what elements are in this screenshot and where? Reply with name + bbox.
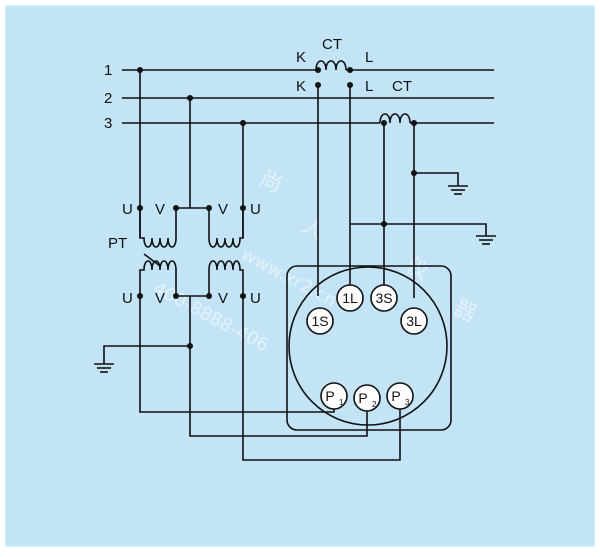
terminal-p1-sub: 1 (339, 398, 344, 407)
diagram-background (2, 2, 598, 550)
junction-dots (137, 67, 417, 349)
ct-top-l1-label: L (365, 49, 373, 66)
wire-pt-v-to-p2 (189, 296, 368, 437)
meter-body (286, 265, 452, 431)
pt-bottom-u2-label: U (250, 290, 261, 307)
terminal-p3 (386, 382, 414, 410)
wire-common-ground (350, 223, 487, 236)
terminal-p2-label: P (358, 390, 367, 406)
pt-top-v2-label: V (218, 201, 228, 218)
terminal-p2 (353, 384, 381, 412)
terminal-3s-label: 3S (375, 290, 392, 306)
pt-top-u2-label: U (250, 201, 261, 218)
pt-left-primary (139, 208, 177, 248)
wire-pt-u-to-p1 (139, 296, 335, 413)
terminal-1l (336, 284, 364, 312)
phase-1-label: 1 (104, 62, 112, 79)
pt-bottom-v2-label: V (218, 290, 228, 307)
terminal-p2-sub: 2 (372, 400, 377, 409)
terminal-3l (400, 307, 428, 335)
pt-bottom-v1-label: V (155, 290, 165, 307)
meter-terminals (306, 284, 428, 412)
phase-3-label: 3 (104, 115, 112, 132)
pt-bottom-u1-label: U (122, 290, 133, 307)
pt-cross-mark (143, 253, 161, 267)
ct-top-k2-label: K (296, 78, 306, 95)
wires (94, 60, 496, 461)
wire-pt-ground (103, 345, 190, 364)
terminal-p3-sub: 3 (405, 398, 410, 407)
meter-dial (288, 266, 448, 426)
ct-top-k1-label: K (296, 49, 306, 66)
pt-label: PT (108, 235, 127, 252)
pt-right-secondary (208, 260, 244, 296)
wire-ct-right-ground (414, 172, 459, 186)
pt-top-v1-label: V (155, 201, 165, 218)
terminal-p1 (320, 382, 348, 410)
pt-left-secondary (139, 260, 177, 296)
terminal-1s (306, 307, 334, 335)
ground-symbol-pt (94, 363, 114, 373)
terminal-1s-label: 1S (311, 313, 328, 329)
terminal-3l-label: 3L (406, 313, 422, 329)
phase-2-label: 2 (104, 90, 112, 107)
wire-pt-u2-to-p3 (242, 296, 401, 461)
ct-top-label: CT (322, 36, 342, 53)
terminal-p1-label: P (325, 388, 334, 404)
ct-top-l2-label: L (365, 78, 373, 95)
pt-right-primary (208, 208, 244, 248)
ground-symbol-common (476, 235, 496, 245)
ground-symbol-ct-right (448, 185, 468, 195)
terminal-p3-label: P (391, 388, 400, 404)
ct-right-label: CT (392, 78, 412, 95)
terminal-1l-label: 1L (342, 290, 358, 306)
pt-top-u1-label: U (122, 201, 133, 218)
terminal-3s (370, 284, 398, 312)
